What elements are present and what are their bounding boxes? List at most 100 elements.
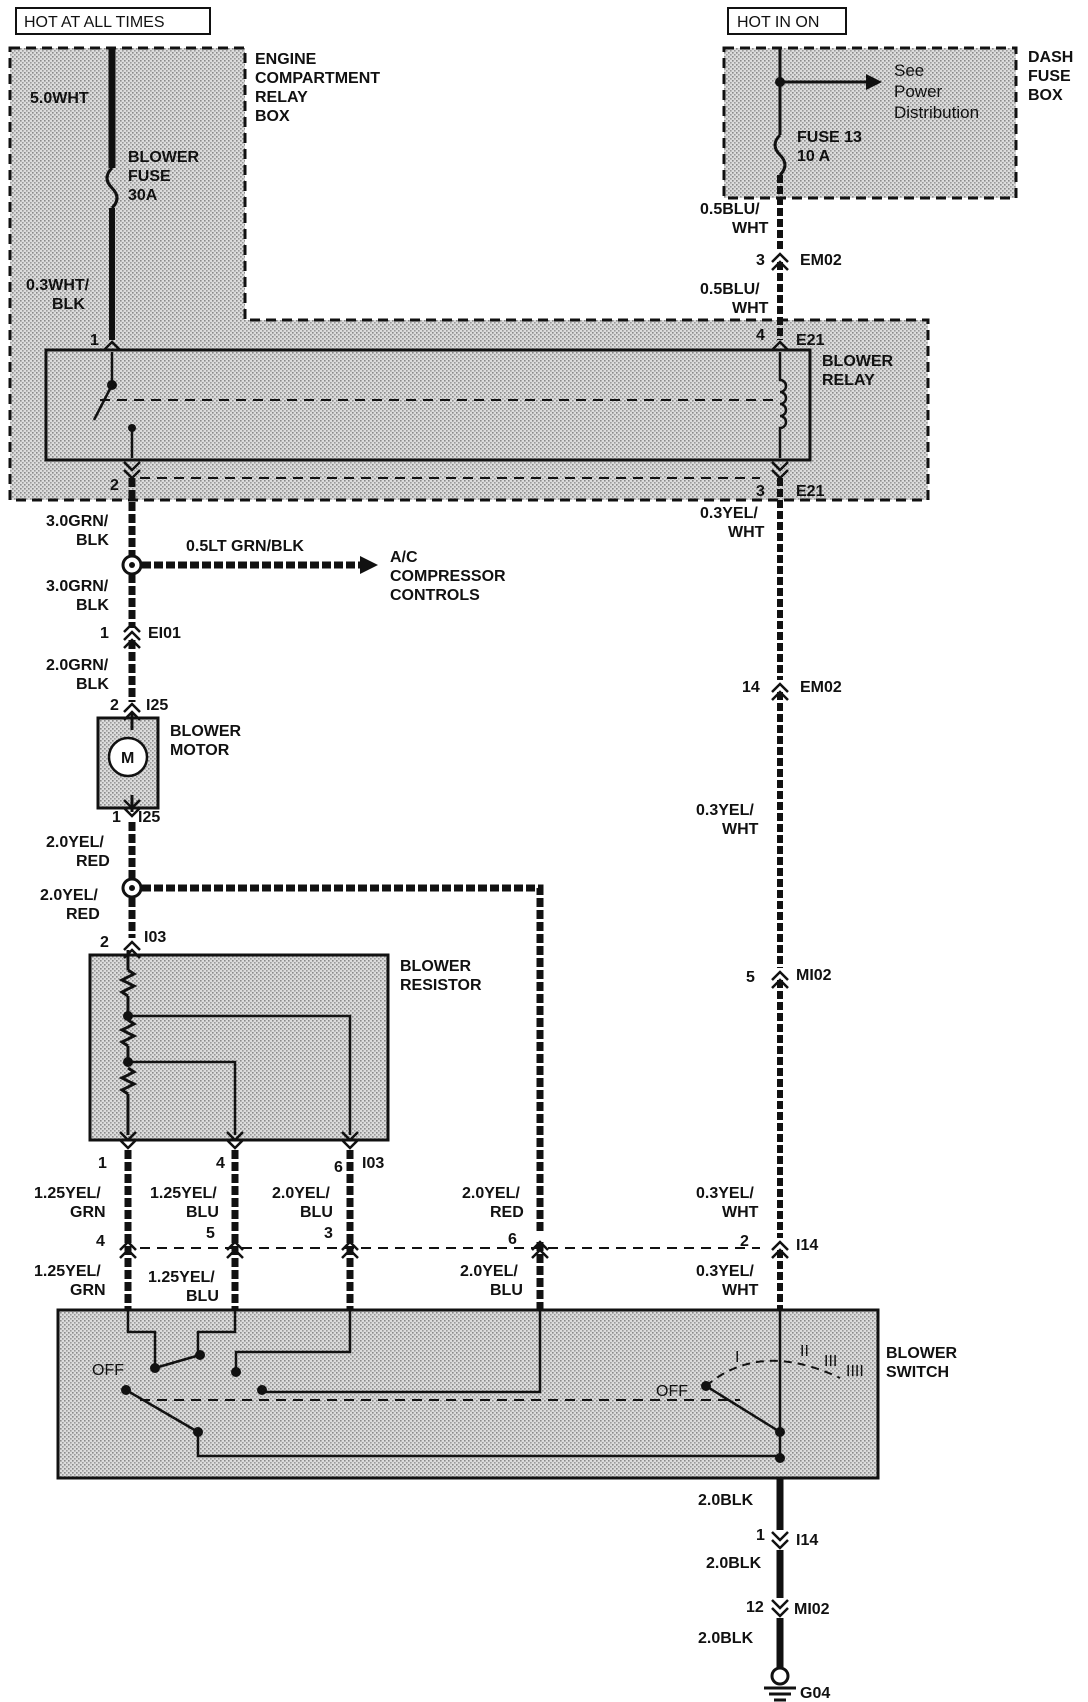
i03-pin-4: 4 (216, 1155, 225, 1172)
mi02-bottom-pin: 12 (746, 1599, 764, 1616)
i03-pin-6: 6 (334, 1159, 343, 1176)
dash-box-l2: BOX (1028, 87, 1063, 104)
ei01-pin: 1 (100, 625, 109, 642)
i25-bottom-pin: 1 (112, 809, 121, 826)
power-dist-arrow (866, 74, 882, 90)
blower-resistor-l0: BLOWER (400, 958, 472, 975)
fuse13-l0: FUSE 13 (797, 129, 862, 146)
blower-relay-box (44, 348, 812, 462)
w-2yelblu-a1: BLU (300, 1204, 333, 1221)
w-2yelred-a0: 2.0YEL/ (46, 834, 104, 851)
w-125yelgrn-b1: GRN (70, 1282, 106, 1299)
w-05bluwht-a0: 0.5BLU/ (700, 201, 760, 218)
w-3grnblk-b1: BLK (76, 597, 109, 614)
w-3grnblk-b0: 3.0GRN/ (46, 578, 109, 595)
w-03yelwht-c1: WHT (722, 1204, 759, 1221)
splice-resistor-dot (129, 885, 135, 891)
ground-symbol (764, 1666, 796, 1702)
dash-box-l0: DASH (1028, 49, 1073, 66)
blower-switch-box (56, 1308, 880, 1480)
fuse13-l1: 10 A (797, 148, 831, 165)
w-05bluwht-b0: 0.5BLU/ (700, 281, 760, 298)
dash-box-l1: FUSE (1028, 68, 1071, 85)
see-power-l0: See (894, 61, 924, 80)
hot-at-all-times-box (15, 7, 211, 35)
i14-bottom: I14 (796, 1532, 818, 1549)
engine-box-l3: BOX (255, 108, 290, 125)
blower-switch-l1: SWITCH (886, 1364, 949, 1381)
connector-chevrons (103, 252, 789, 1618)
blower-resistor-l1: RESISTOR (400, 977, 482, 994)
i03-bottom: I03 (362, 1155, 384, 1172)
switch-pos-4: IIII (846, 1363, 864, 1380)
w-03yelwht-a0: 0.3YEL/ (700, 505, 758, 522)
blower-fuse-l2: 30A (128, 187, 158, 204)
i03-top: I03 (144, 929, 166, 946)
w-2grnblk-0: 2.0GRN/ (46, 657, 109, 674)
wire-2yelred-c (142, 884, 544, 1232)
see-power-l2: Distribution (894, 103, 979, 122)
w-125yelblu-a0: 1.25YEL/ (150, 1185, 217, 1202)
ground-g04: G04 (800, 1685, 830, 1702)
w-2grnblk-1: BLK (76, 676, 109, 693)
w-2blk-a: 2.0BLK (698, 1492, 754, 1509)
em02-mid: EM02 (800, 679, 842, 696)
w-03yelwht-c0: 0.3YEL/ (696, 1185, 754, 1202)
wire-labels: 5.0WHT 0.3WHT/ BLK 0.5BLU/ WHT 0.5BLU/ W… (26, 90, 769, 1647)
blower-motor-l1: MOTOR (170, 742, 230, 759)
switch-pos-1: I (735, 1349, 739, 1366)
w-3grnblk-a0: 3.0GRN/ (46, 513, 109, 530)
box-labels: ENGINE COMPARTMENT RELAY BOX DASH FUSE B… (255, 49, 1073, 125)
switch-pos-2: II (800, 1343, 809, 1360)
blower-switch-l0: BLOWER (886, 1345, 958, 1362)
resistor-tap-2 (128, 1060, 237, 1135)
motor-m: M (121, 750, 134, 767)
resistor-3 (118, 1066, 138, 1096)
w-2yelred-a1: RED (76, 853, 110, 870)
blower-motor-symbol (107, 736, 149, 778)
blower-switch-internals (125, 1310, 841, 1458)
ac-l0: A/C (390, 549, 418, 566)
i14-bottom-pin: 1 (756, 1527, 765, 1544)
w-03whtblk-0: 0.3WHT/ (26, 277, 90, 294)
em02-top-pin: 3 (756, 252, 765, 269)
engine-box-l1: COMPARTMENT (255, 70, 380, 87)
i25-top: I25 (146, 697, 168, 714)
component-labels: BLOWER FUSE 30A FUSE 13 10 A BLOWER RELA… (92, 129, 958, 1400)
mi02-bottom: MI02 (794, 1601, 830, 1618)
blower-relay-l0: BLOWER (822, 353, 894, 370)
fuse-13 (773, 133, 787, 177)
w-2yelblu-b0: 2.0YEL/ (460, 1263, 518, 1280)
i25-bottom: I25 (138, 809, 160, 826)
hot-in-on: HOT IN ON (737, 14, 819, 31)
blower-fuse-30a (105, 166, 119, 210)
i03-pin-1: 1 (98, 1155, 107, 1172)
ac-l1: COMPRESSOR (390, 568, 506, 585)
w-125yelblu-b0: 1.25YEL/ (148, 1269, 215, 1286)
w-125yelblu-b1: BLU (186, 1288, 219, 1305)
mi02-mid: MI02 (796, 967, 832, 984)
blower-relay-l1: RELAY (822, 372, 875, 389)
e21-pin4: 4 (756, 327, 765, 344)
mi02-mid-pin: 5 (746, 969, 755, 986)
w-125yelblu-a1: BLU (186, 1204, 219, 1221)
engine-box-l2: RELAY (255, 89, 308, 106)
switch-contacts (121, 1350, 785, 1463)
w-2yelred-b1: RED (66, 906, 100, 923)
engine-box-l0: ENGINE (255, 51, 317, 68)
e21-pin2: 2 (110, 477, 119, 494)
em02-top: EM02 (800, 252, 842, 269)
w-2yelblu-a0: 2.0YEL/ (272, 1185, 330, 1202)
i14-pin-2: 2 (740, 1233, 749, 1250)
splice-ac-dot (129, 562, 135, 568)
w-05ltgrnblk: 0.5LT GRN/BLK (186, 538, 304, 555)
w-05bluwht-a1: WHT (732, 220, 769, 237)
blower-resistor-box (88, 953, 390, 1142)
i14-pin-4: 4 (96, 1233, 105, 1250)
e21-pin1: 1 (90, 332, 99, 349)
resistor-tap-3 (128, 1014, 352, 1135)
w-2yelred-c1: RED (490, 1204, 524, 1221)
dash-fuse-box (722, 46, 1018, 200)
i14-pin-3: 3 (324, 1225, 333, 1242)
